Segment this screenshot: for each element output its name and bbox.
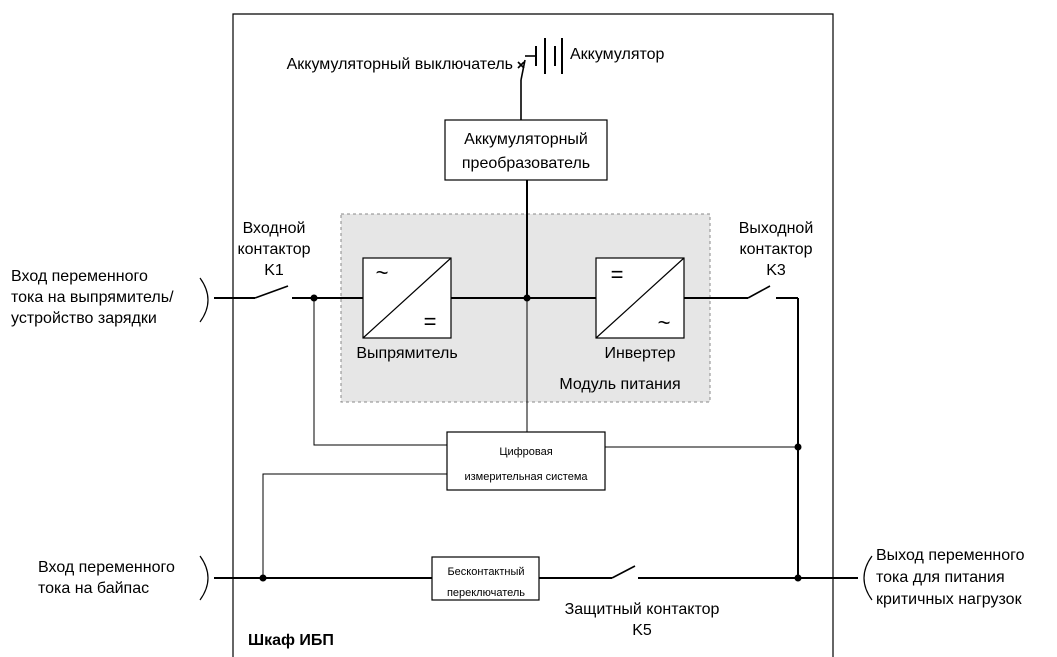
battery-switch-icon <box>517 55 536 120</box>
measurement-label-1: Цифровая <box>499 446 552 458</box>
ac-output-label-2: тока для питания <box>876 569 1005 586</box>
static-switch-label-1: Бесконтактный <box>447 566 524 578</box>
battery-icon <box>535 38 563 74</box>
bypass-input-bracket <box>199 555 209 601</box>
k5-contactor-icon <box>611 565 636 579</box>
battery-switch-label: Аккумуляторный выключатель <box>287 56 513 73</box>
output-junction-dot <box>794 574 802 582</box>
rectifier-input-bracket <box>199 277 209 323</box>
rectifier-label: Выпрямитель <box>356 345 457 362</box>
inverter-label: Инвертер <box>604 345 675 362</box>
bypass-measure-line <box>262 473 447 578</box>
ac-input-bypass-label-2: тока на байпас <box>38 580 149 597</box>
ac-output-label-1: Выход переменного <box>876 547 1025 564</box>
power-module-label: Модуль питания <box>559 376 680 393</box>
k1-label-1: Входной <box>243 220 306 237</box>
dc-junction-dot <box>523 294 531 302</box>
rectifier-block <box>362 257 452 339</box>
ac-output-bracket <box>863 555 873 601</box>
measurement-box <box>446 431 606 491</box>
battery-converter-box <box>444 119 608 181</box>
battery-label: Аккумулятор <box>570 46 665 63</box>
ac-input-rectifier-label-1: Вход переменного <box>11 268 148 285</box>
k3-label-2: контактор <box>739 241 812 258</box>
bypass-junction-dot <box>259 574 267 582</box>
k1-label-3: K1 <box>264 262 284 279</box>
battery-converter-label-2: преобразователь <box>462 155 590 172</box>
k5-label-2: K5 <box>632 622 652 639</box>
static-switch-box <box>431 556 540 601</box>
k5-label-1: Защитный контактор <box>565 601 720 618</box>
ac-input-rectifier-label-2: тока на выпрямитель/ <box>11 289 174 306</box>
k3-label-3: K3 <box>766 262 786 279</box>
battery-converter-label-1: Аккумуляторный <box>464 131 588 148</box>
cabinet-frame <box>232 13 834 657</box>
ac-input-rectifier-label-3: устройство зарядки <box>11 310 157 327</box>
k3-label-1: Выходной <box>739 220 814 237</box>
static-switch-label-2: переключатель <box>447 587 525 599</box>
measurement-label-2: измерительная система <box>464 471 588 483</box>
ac-output-label-3: критичных нагрузок <box>876 591 1023 608</box>
cabinet-label: Шкаф ИБП <box>248 632 334 649</box>
k1-measure-line <box>313 298 447 446</box>
rectifier-ac-symbol: ~ <box>376 260 389 285</box>
k1-label-2: контактор <box>237 241 310 258</box>
rectifier-dc-symbol: = <box>424 309 437 334</box>
inverter-ac-symbol: ~ <box>658 310 671 335</box>
inverter-dc-symbol: = <box>611 262 624 287</box>
ac-input-bypass-label-1: Вход переменного <box>38 559 175 576</box>
k1-contactor-icon <box>254 285 300 299</box>
k3-contactor-icon <box>747 285 771 299</box>
inverter-block <box>595 257 685 339</box>
